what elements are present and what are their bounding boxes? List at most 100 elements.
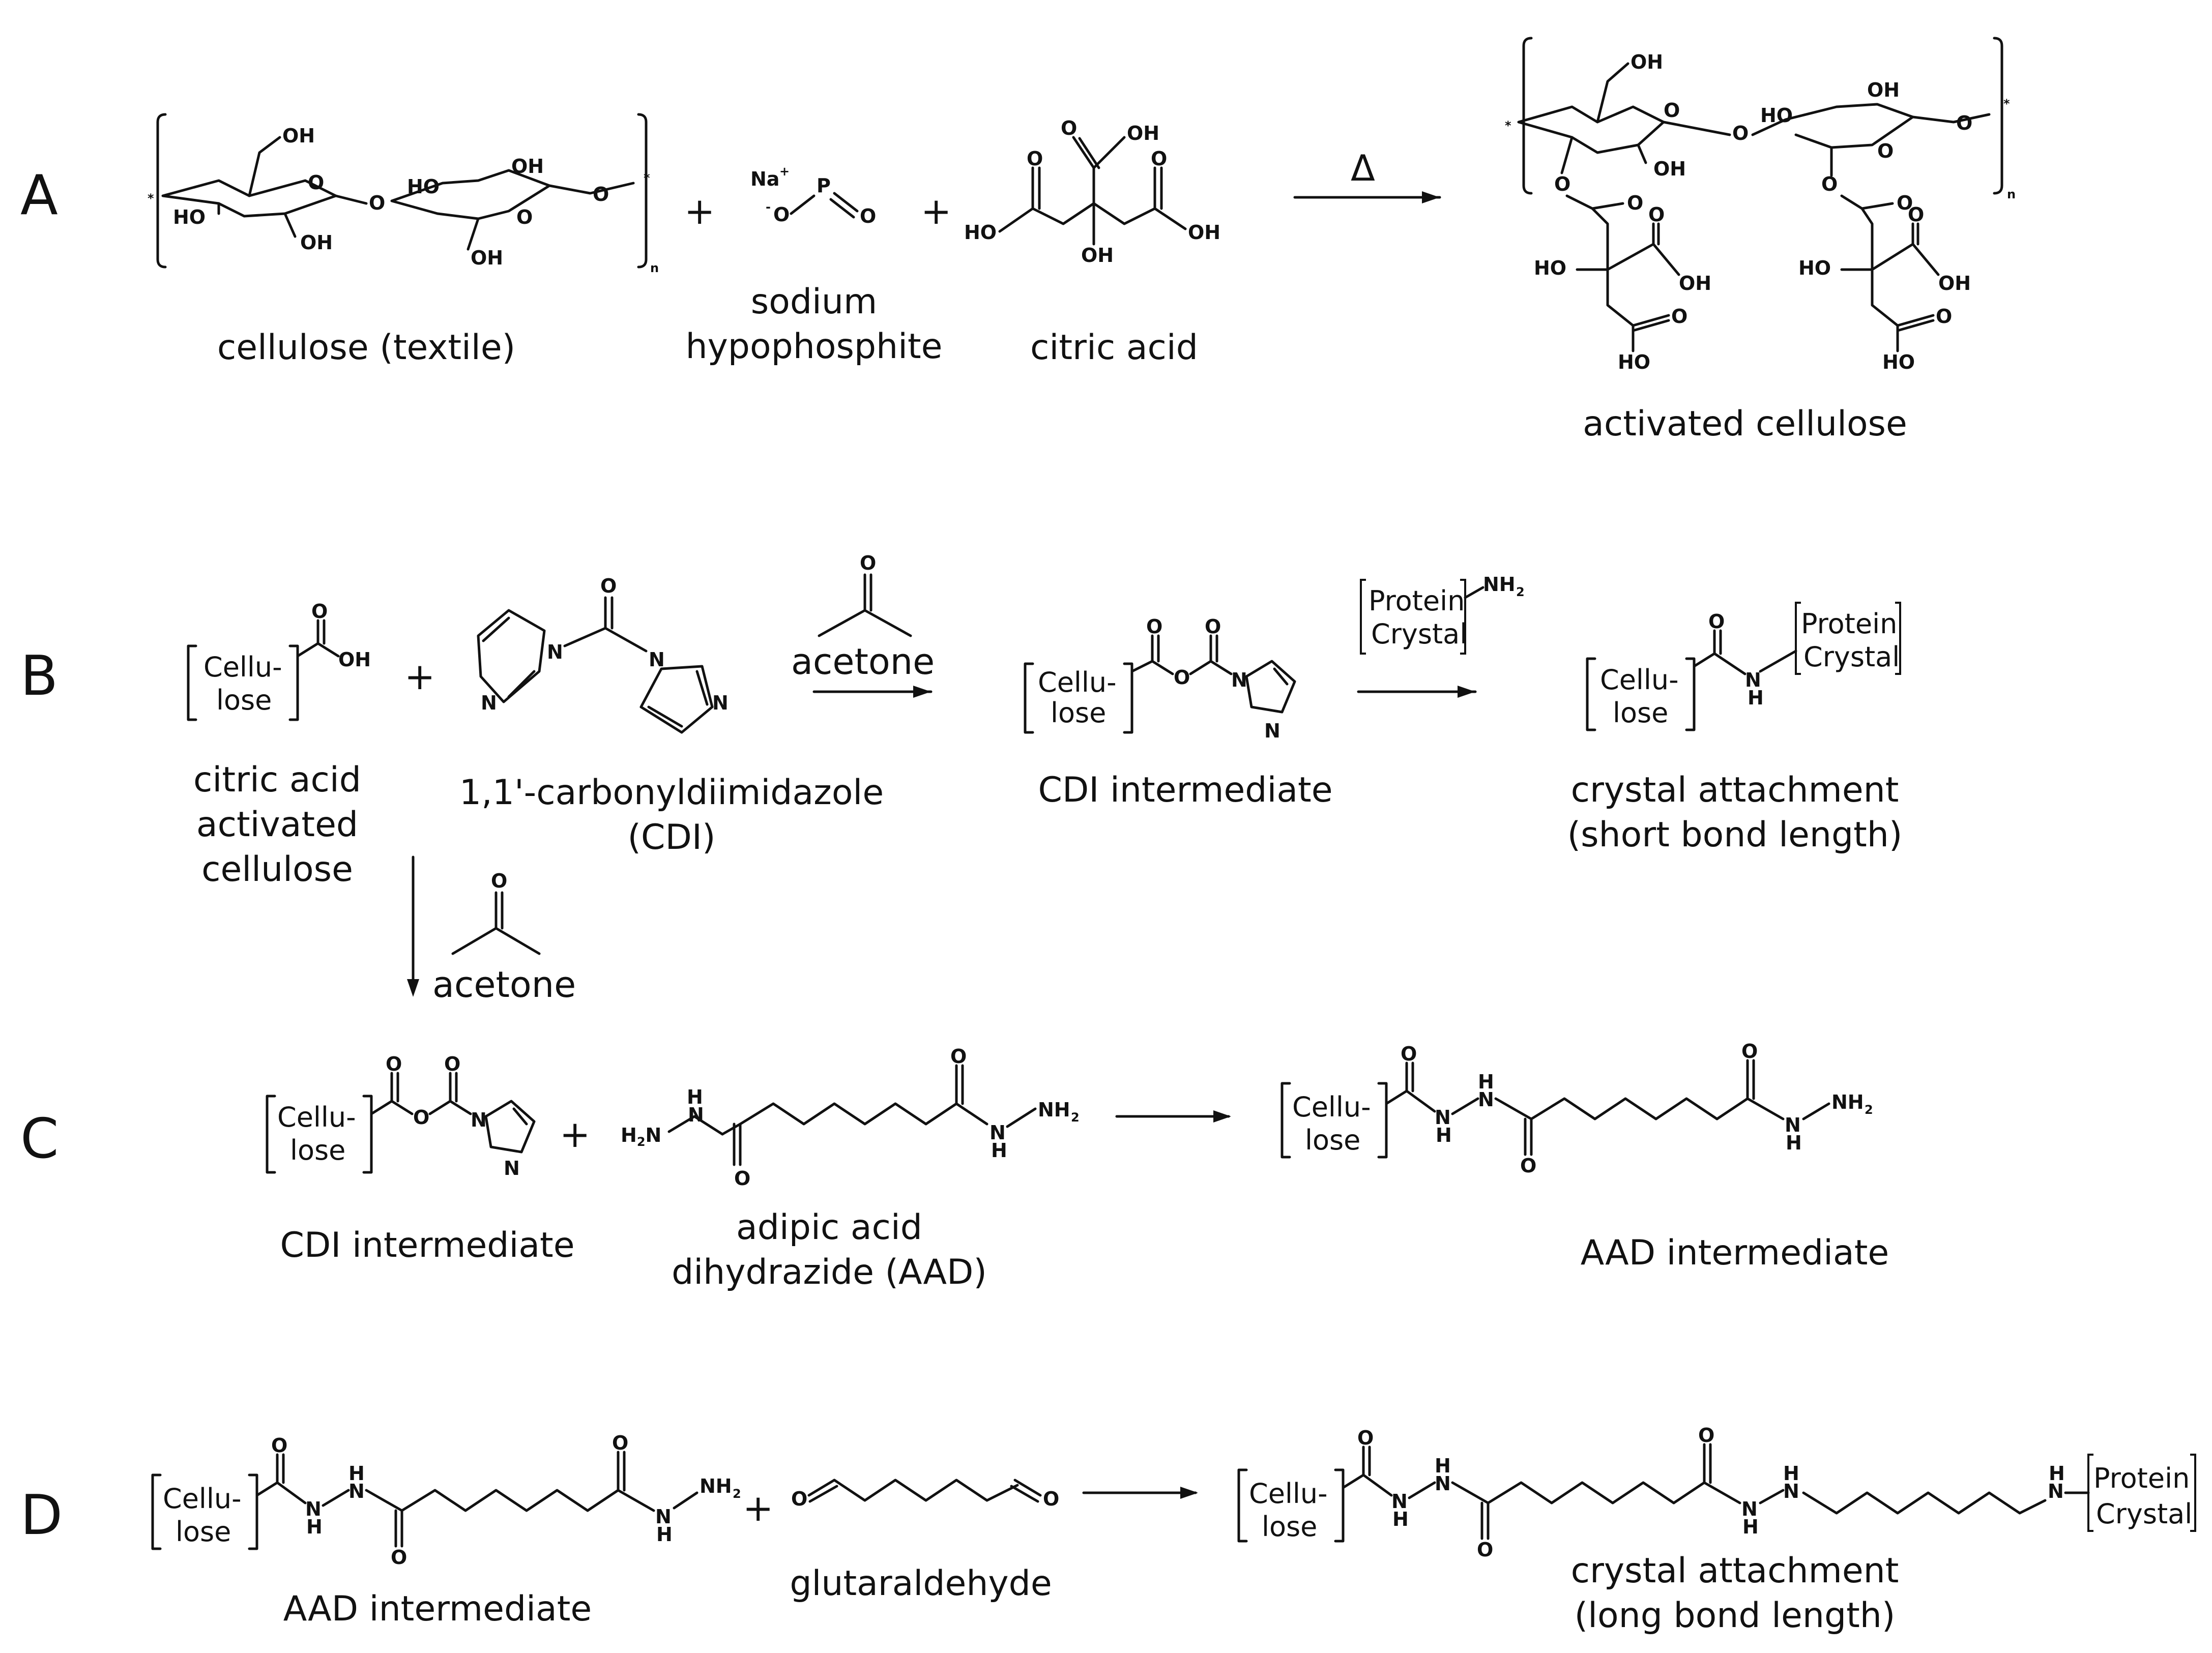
n-label: N [989,1121,1006,1144]
o-label: O [612,1432,628,1454]
n-label: N [348,1480,365,1502]
oh-label: OH [1679,272,1711,294]
panel-label-d: D [20,1484,63,1547]
protein-box-bottom: Crystal [1371,618,1467,650]
plus-sign: + [560,1113,590,1156]
ho-label: HO [1618,351,1650,373]
nh2-label: NH [1831,1091,1864,1113]
cellulose-box-top: Cellu- [1292,1091,1371,1123]
o-label: O [1936,305,1952,328]
panel-d: Cellu- lose O N H H N O O N H NH 2 + O [151,1424,2196,1569]
n-label: N [481,692,497,714]
ho-label: HO [1534,257,1566,279]
h-label: H [656,1523,673,1546]
cca-structure: Cellu- lose O OH [187,600,371,721]
n-label: N [712,692,729,714]
ho-label: HO [964,221,997,244]
subscript-2: 2 [1516,585,1525,599]
h-label: H [1742,1516,1759,1538]
label-hypophosphite: sodium hypophosphite [685,282,943,367]
repeat-n: n [2007,187,2016,201]
label-cdi-intermediate-c: CDI intermediate [280,1225,575,1265]
star-glyph: * [148,191,154,205]
label-glutaraldehyde: glutaraldehyde [790,1563,1052,1604]
o-label: O [1027,147,1043,170]
label-cdi-intermediate: CDI intermediate [1038,770,1333,810]
o-label: O [386,1053,402,1075]
label-cdi: 1,1'-carbonyldiimidazole (CDI) [459,773,884,858]
o-label: O [734,1167,750,1190]
o-label: O [1956,112,1972,134]
n-label: N [1435,1472,1451,1495]
reaction-arrow-b1: O acetone [791,552,935,698]
h-label: H [1436,1124,1452,1146]
cellulose-box-top: Cellu- [203,651,282,683]
o-label: O [1627,192,1643,214]
h-label: H [1783,1462,1799,1485]
h-label: H [1748,687,1764,709]
o-label: O [1477,1539,1493,1561]
star-glyph: * [644,171,650,185]
cellulose-structure: * * n OH O HO OH O HO OH O OH O [148,113,659,275]
cellulose-box-top: Cellu- [1600,664,1679,696]
o-label: O [791,1488,807,1510]
o-label: O [413,1106,429,1129]
star-glyph: * [1505,119,1511,133]
subscript-2: 2 [733,1487,741,1501]
o-label: O [311,600,328,623]
o-label: O [516,206,533,228]
label-cellulose: cellulose (textile) [217,328,516,368]
o-label: O [1664,99,1680,122]
subscript-2: 2 [1071,1110,1080,1125]
plus-sign: + [684,190,715,232]
long-attachment-structure: Cellu- lose O N H H N O O N H H N N H [1237,1424,2196,1561]
n-label: N [1264,720,1280,742]
o-label: O [391,1546,407,1569]
o-label: O [773,203,790,226]
o-label: O [1732,122,1749,144]
panel-label-b: B [20,644,59,708]
plus-sign: + [404,655,435,698]
cellulose-box-top: Cellu- [277,1101,356,1133]
acetone-label: acetone [432,964,576,1006]
activated-cellulose-structure: * * n OH O OH O HO OH O O O O HO O [1505,37,2016,373]
plus-sign: + [921,190,951,232]
citric-acid-structure: HO O O OH OH O OH [964,117,1220,267]
o-label: O [1908,203,1924,226]
n-label: N [1391,1490,1408,1513]
oh-label: OH [471,247,503,269]
reaction-arrow-b2: Protein Crystal NH 2 [1357,573,1525,698]
short-attachment-structure: Cellu- lose O N H Protein Crystal [1586,602,1901,731]
cellulose-box-bottom: lose [216,684,272,716]
plus-sign: + [743,1487,773,1529]
protein-box-bottom: Crystal [1803,641,1900,673]
oh-label: OH [1938,272,1971,294]
o-label: O [1174,666,1190,689]
o-label: O [1708,610,1725,633]
o-label: O [1698,1424,1714,1447]
reaction-arrow-b3: O acetone [407,855,576,1006]
h-label: H [1786,1132,1802,1154]
cellulose-box-bottom: lose [1051,697,1106,729]
o-label: O [600,575,617,597]
nh2-label: NH [1483,573,1516,596]
o-label: O [1741,1040,1758,1062]
cdi-structure: N N O N N [477,575,729,734]
label-aad-intermediate-d: AAD intermediate [283,1589,592,1629]
h-label: H [1478,1071,1494,1093]
glutaraldehyde-structure: O O [791,1479,1059,1510]
cellulose-box-top: Cellu- [1249,1478,1328,1510]
oh-label: OH [300,231,333,254]
subscript-2: 2 [1865,1103,1873,1117]
h-label: H [2049,1462,2065,1485]
cellulose-box-bottom: lose [1305,1124,1360,1156]
o-label: O [1877,140,1894,162]
acetone-label: acetone [791,641,935,683]
oh-label: OH [338,648,371,671]
oh-label: OH [1631,51,1663,73]
panel-label-a: A [20,164,58,227]
n-label: N [305,1498,322,1520]
reaction-arrow-d [1082,1487,1198,1499]
h-label: H [991,1139,1007,1162]
ho-label: HO [407,175,440,198]
